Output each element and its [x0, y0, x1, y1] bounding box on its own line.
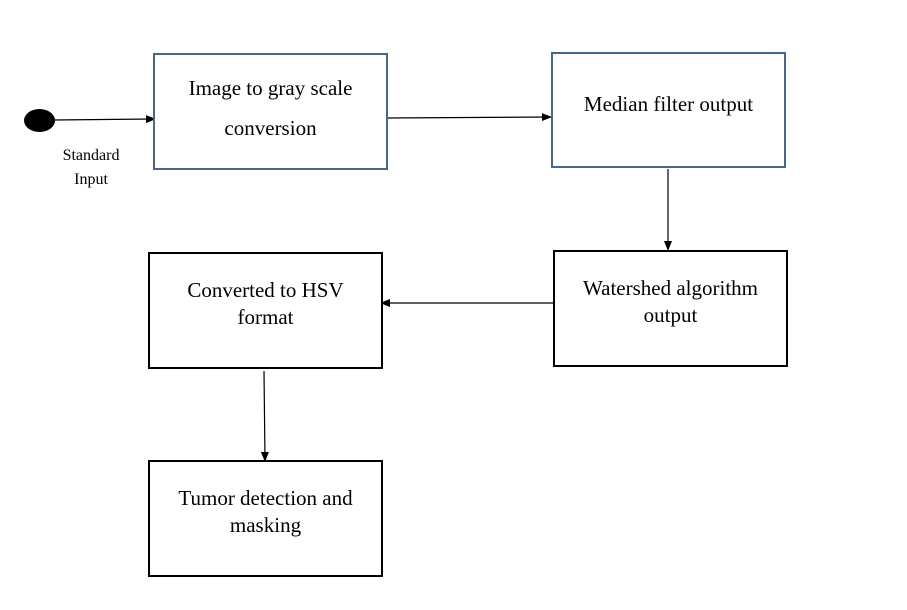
arrow-gray-scale-to-median	[387, 113, 552, 122]
node-gray-scale-conversion: Image to gray scale conversion	[153, 53, 388, 170]
node-watershed-label: Watershed algorithm output	[582, 275, 758, 327]
node-hsv-label: Converted to HSV format	[187, 277, 344, 329]
start-node-dot	[24, 109, 55, 132]
node-converted-to-hsv: Converted to HSV format	[148, 252, 383, 369]
node-tumor-detection-masking: Tumor detection and masking	[148, 460, 383, 577]
node-gray-scale-label: Image to gray scale conversion	[188, 75, 353, 140]
node-watershed-algorithm-output: Watershed algorithm output	[553, 250, 788, 367]
node-median-filter-output: Median filter output	[551, 52, 786, 168]
start-label-line-1: Standard	[62, 147, 120, 164]
start-label-line-2: Input	[74, 171, 108, 188]
node-median-label: Median filter output	[583, 91, 754, 116]
arrow-start-to-gray-scale	[53, 115, 156, 124]
start-node-label: Standard Input	[46, 144, 136, 192]
arrow-hsv-to-tumor	[260, 370, 269, 462]
node-tumor-label: Tumor detection and masking	[178, 485, 353, 537]
